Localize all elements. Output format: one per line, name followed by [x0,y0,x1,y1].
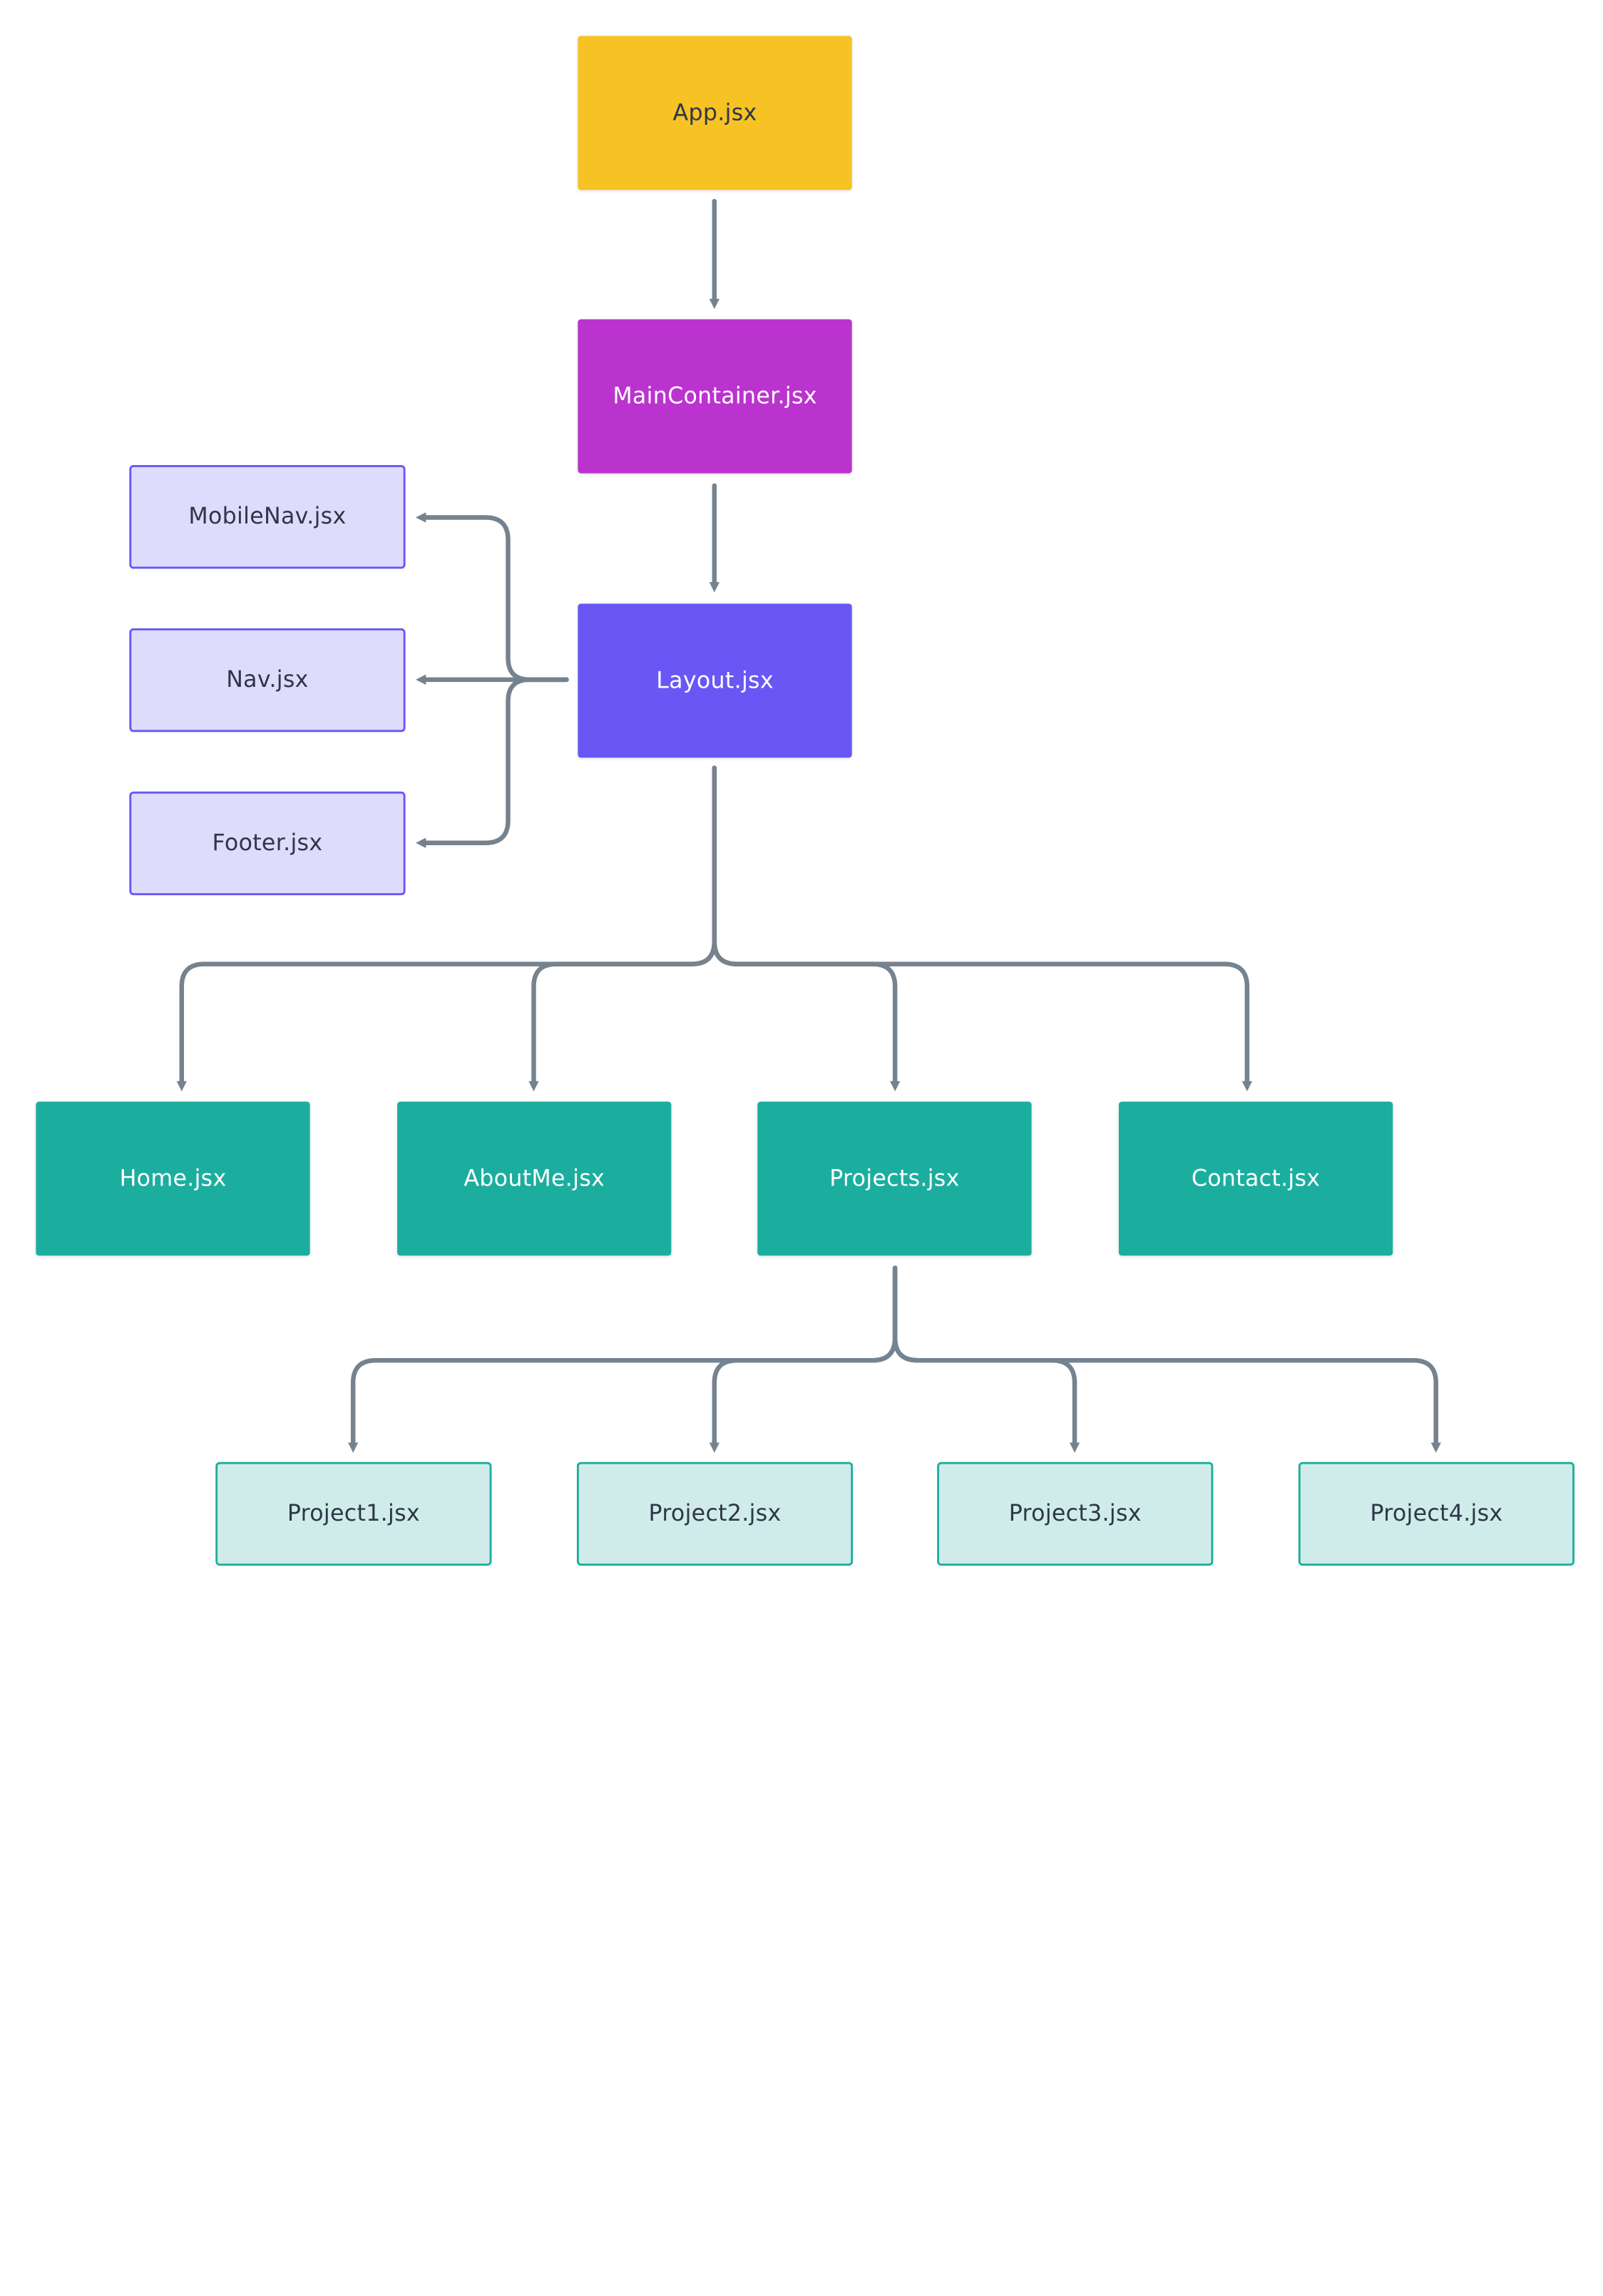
node-label: Nav.jsx [226,667,309,693]
node-label: Projects.jsx [829,1165,960,1192]
node-label: Home.jsx [119,1165,227,1192]
edge-layout-to-footer [415,677,569,848]
node-projects: Projects.jsx [757,1101,1032,1256]
edge-projects-to-project3 [892,1265,1080,1453]
node-layout: Layout.jsx [578,603,852,758]
node-label: MainContainer.jsx [613,383,817,409]
node-project3: Project3.jsx [937,1461,1214,1566]
edge-layout-to-contact [712,765,1253,1092]
node-mobilenav: MobileNav.jsx [129,465,406,569]
node-contact: Contact.jsx [1118,1101,1393,1256]
edge-layout-to-aboutme [528,765,717,1092]
node-home: Home.jsx [36,1101,310,1256]
node-label: Footer.jsx [212,830,323,857]
node-app: App.jsx [578,36,852,190]
node-footer: Footer.jsx [129,791,406,896]
node-aboutme: AboutMe.jsx [397,1101,672,1256]
node-label: MobileNav.jsx [188,504,347,530]
node-label: Contact.jsx [1191,1165,1321,1192]
node-project4: Project4.jsx [1298,1461,1575,1566]
edge-layout-to-projects [712,765,901,1092]
edge-projects-to-project1 [347,1265,898,1453]
node-label: App.jsx [672,100,757,126]
edge-layer [176,198,1441,1453]
node-label: Project4.jsx [1370,1501,1503,1527]
node-project2: Project2.jsx [576,1461,854,1566]
edge-layout-to-mobilenav [415,512,569,683]
edge-projects-to-project4 [892,1265,1441,1453]
node-label: Project2.jsx [648,1501,782,1527]
node-nav: Nav.jsx [129,628,406,733]
node-label: AboutMe.jsx [464,1165,605,1192]
node-label: Project3.jsx [1008,1501,1142,1527]
edge-projects-to-project2 [709,1265,898,1453]
node-main: MainContainer.jsx [578,319,852,474]
node-label: Project1.jsx [287,1501,420,1527]
node-label: Layout.jsx [656,668,774,694]
node-project1: Project1.jsx [215,1461,492,1566]
